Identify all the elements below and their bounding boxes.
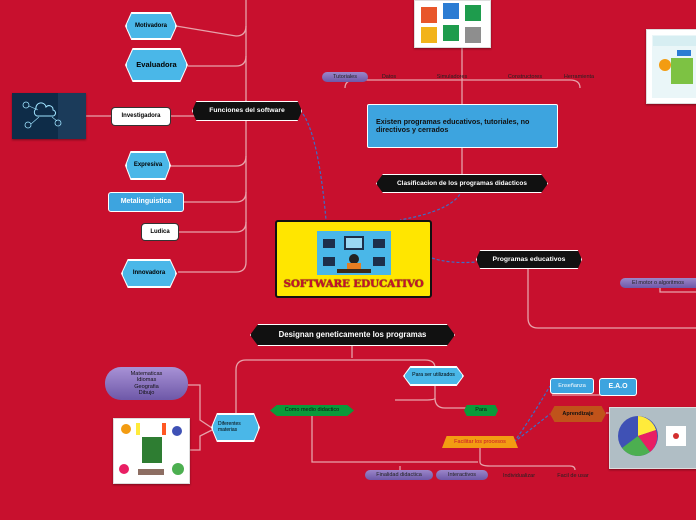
materia-matematicas: Matematicas — [130, 370, 163, 377]
simuladores-node[interactable]: Simuladores — [436, 73, 468, 80]
tutoriales-node[interactable]: Tutoriales — [322, 72, 368, 82]
cloud-network-icon — [12, 93, 86, 139]
ensenanza-node[interactable]: Enseñanza — [550, 378, 594, 394]
facilitar-node[interactable]: Facilitar los procesos — [442, 436, 518, 448]
finalidad-didactica-node[interactable]: Finalidad didactica — [365, 470, 433, 480]
para-ser-node[interactable]: Para ser utilizados — [404, 367, 463, 385]
investigadora-node[interactable]: Investigadora — [112, 108, 170, 125]
central-title: SOFTWARE EDUCATIVO — [283, 278, 424, 290]
medio-didactico-node[interactable]: Como medio didactico — [270, 405, 354, 416]
motor-node[interactable]: El motor o algoritmos — [620, 278, 696, 288]
evaluadora-node[interactable]: Evaluadora — [126, 49, 187, 81]
cartoon-book-icon — [652, 35, 696, 98]
school-supplies-image — [113, 418, 190, 484]
motivadora-node[interactable]: Motivadora — [126, 13, 176, 39]
computer-classroom-icon — [316, 231, 391, 275]
materia-dibujo: Dibujo — [138, 389, 155, 396]
facil-usar-node[interactable]: Facil de usar — [557, 472, 589, 479]
central-topic[interactable]: SOFTWARE EDUCATIVO — [275, 220, 432, 298]
clasificacion-topic[interactable]: Clasificacion de los programas didactico… — [376, 174, 548, 193]
learning-games-image — [609, 407, 696, 469]
interactivos-node[interactable]: Interactivos — [436, 470, 488, 480]
materias-list[interactable]: Matematicas Idiomas Geografia Dibujo — [105, 367, 188, 400]
expresiva-node[interactable]: Expresiva — [126, 152, 170, 179]
technology-image — [12, 93, 86, 139]
diferentes-materias-node[interactable]: Diferentes materias — [212, 414, 259, 441]
designan-topic[interactable]: Designan geneticamente los programas — [250, 324, 455, 346]
office-icons — [421, 3, 481, 43]
funciones-topic[interactable]: Funciones del software — [192, 101, 302, 121]
datos-node[interactable]: Datos — [381, 73, 397, 80]
individualizar-node[interactable]: Individualizar — [502, 472, 536, 479]
programas-topic[interactable]: Programas educativos — [476, 250, 582, 269]
materia-geografia: Geografia — [134, 383, 159, 390]
para-node[interactable]: Para — [464, 405, 498, 416]
aprendizaje-node[interactable]: Aprendizaje — [550, 406, 606, 422]
innovadora-node[interactable]: Innovadora — [122, 260, 176, 287]
herramienta-node[interactable]: Herramienta — [563, 73, 595, 80]
metalinguistica-node[interactable]: Metalinguistica — [108, 192, 184, 212]
existen-programas-node[interactable]: Existen programas educativos, tutoriales… — [367, 104, 558, 148]
book-cover-image — [646, 29, 696, 104]
school-supplies-icon — [119, 423, 184, 475]
office-apps-image — [414, 0, 491, 48]
game-board-icon — [610, 408, 696, 468]
constructores-node[interactable]: Constructores — [507, 73, 543, 80]
eao-node[interactable]: E.A.O — [599, 378, 637, 396]
ludica-node[interactable]: Ludica — [142, 224, 178, 240]
materia-idiomas: Idiomas — [136, 377, 157, 384]
